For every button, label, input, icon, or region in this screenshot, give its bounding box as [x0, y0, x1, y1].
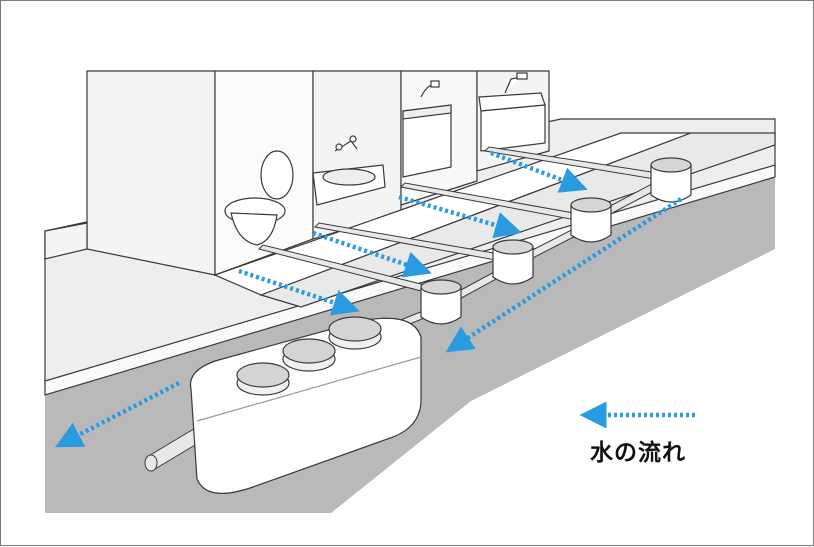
tank-lid-1: [236, 362, 290, 396]
bathtub: [312, 135, 386, 206]
legend-label: 水の流れ: [590, 440, 686, 466]
flow-arrow-washer: [398, 194, 522, 239]
flow-arrow-bathtub: [312, 230, 432, 278]
flow-arrow-basin: [490, 150, 588, 193]
collection-boxes: [420, 157, 692, 325]
flow-arrow-toilet: [238, 268, 360, 316]
toilet: [224, 150, 294, 246]
tank-lid-3: [328, 316, 382, 350]
tank-lid-2: [282, 338, 336, 372]
collection-box-4: [650, 157, 692, 203]
flow-arrow-main: [445, 197, 683, 353]
wash-basin: [478, 72, 546, 152]
collection-box-1: [420, 279, 462, 325]
collection-box-3: [570, 197, 612, 243]
washing-machine: [402, 80, 452, 178]
collection-box-2: [492, 239, 534, 285]
septic-tank: [189, 316, 422, 494]
water-flow-arrows: [55, 150, 683, 448]
